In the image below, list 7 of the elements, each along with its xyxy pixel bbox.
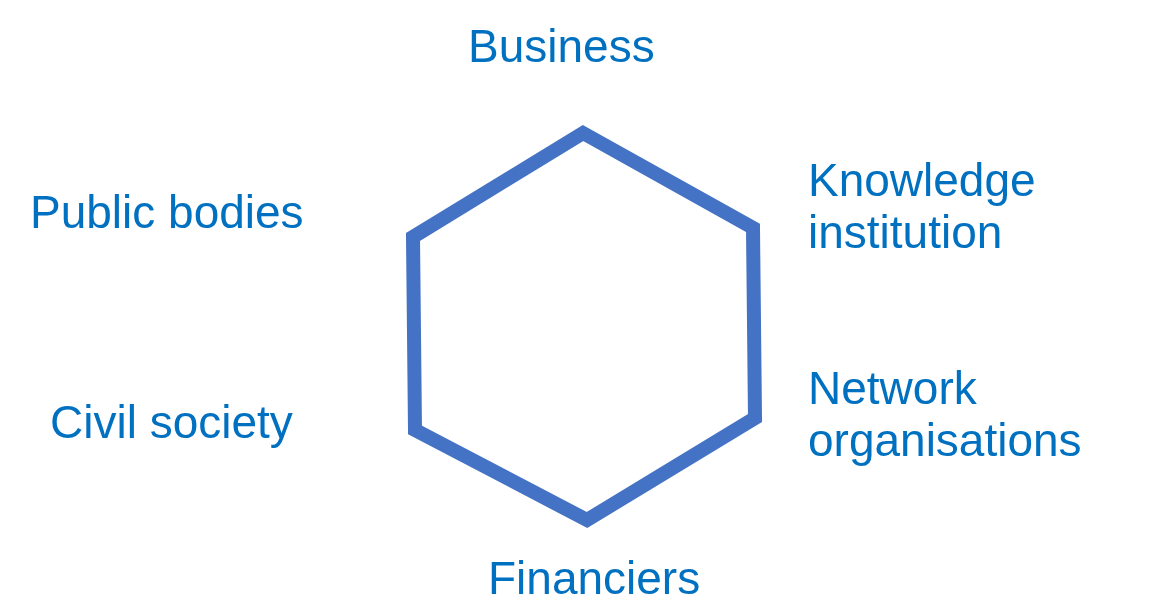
stakeholder-label: Civil society [50,396,294,448]
stakeholder-label: Business [468,20,656,72]
stakeholder-label: Network organisations [808,362,1083,466]
hexagon-outline [405,124,763,529]
stakeholder-label: Knowledge institution [808,154,1037,258]
stakeholder-label: Financiers [488,552,702,603]
stakeholder-label: Public bodies [30,186,305,238]
